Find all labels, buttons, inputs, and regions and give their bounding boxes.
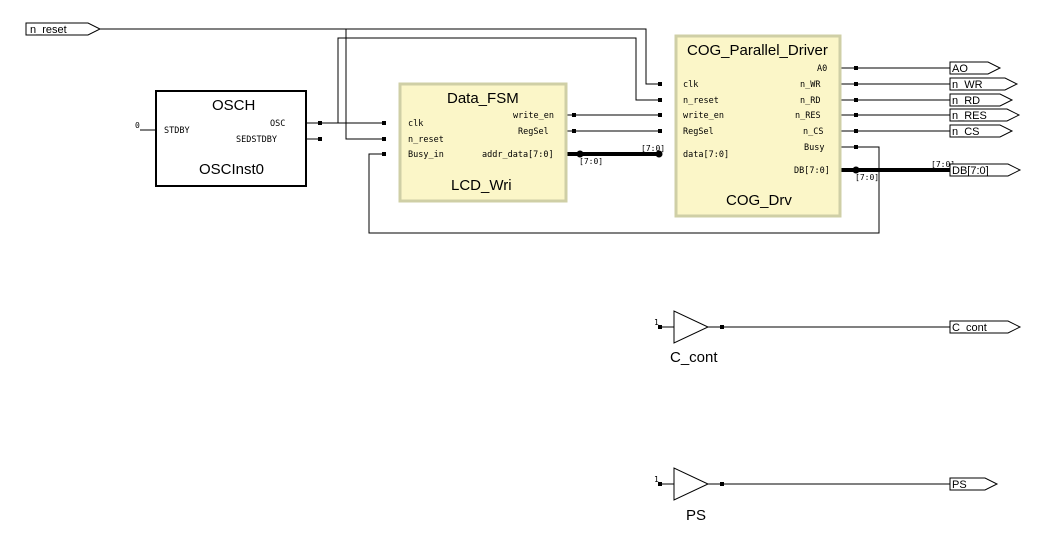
- cog-pin-db: DB[7:0]: [794, 166, 830, 176]
- pin-cog-n-rd: [854, 98, 858, 102]
- port-label-a0: AO: [952, 63, 968, 75]
- osch-stdby-const: 0: [135, 121, 140, 130]
- fsm-pin-clk: clk: [408, 119, 423, 129]
- port-label-n-cs: n_CS: [952, 126, 980, 138]
- pin-cog-n-res: [854, 113, 858, 117]
- wires: [100, 28, 950, 485]
- cog-pin-a0: A0: [817, 64, 827, 74]
- bus-junction: [655, 150, 663, 158]
- cog-name: COG_Parallel_Driver: [687, 42, 828, 59]
- buffer-ps-const: 1: [654, 475, 659, 484]
- cog-pin-regsel: RegSel: [683, 127, 714, 137]
- cog-instance: COG_Drv: [726, 192, 792, 209]
- bus-label-cog-out: [7:0]: [855, 173, 879, 182]
- osch-name: OSCH: [212, 97, 255, 114]
- buffer-ps-label: PS: [686, 507, 706, 524]
- pin-cog-write-en: [658, 113, 662, 117]
- pin-cog-regsel: [658, 129, 662, 133]
- port-n-cs[interactable]: n_CS: [949, 124, 1014, 138]
- pin-cog-clk: [658, 82, 662, 86]
- cog-pin-n-res: n_RES: [795, 111, 821, 121]
- port-label-n-rd: n_RD: [952, 95, 980, 107]
- cog-pin-n-rd: n_RD: [800, 96, 820, 106]
- cog-pin-clk: clk: [683, 80, 698, 90]
- cog-pin-busy: Busy: [804, 143, 824, 153]
- pin-cog-n-reset: [658, 98, 662, 102]
- block-cog-driver[interactable]: COG_Parallel_Driver COG_Drv clk n_reset …: [674, 34, 842, 218]
- bus-junction: [576, 150, 584, 158]
- cog-pin-write-en: write_en: [683, 111, 724, 121]
- pin-c-cont-out: [720, 325, 724, 329]
- buffer-ps[interactable]: PS: [673, 467, 710, 524]
- pin-fsm-busy-in: [382, 152, 386, 156]
- fsm-pin-n-reset: n_reset: [408, 135, 444, 145]
- pin-cog-a0: [854, 66, 858, 70]
- pin-cog-n-cs: [854, 129, 858, 133]
- pin-ps-in: [658, 482, 662, 486]
- port-db[interactable]: DB[7:0]: [949, 163, 1022, 177]
- port-ps[interactable]: PS: [949, 477, 999, 491]
- pin-fsm-clk: [382, 121, 386, 125]
- pin-fsm-write-en: [572, 113, 576, 117]
- buffer-c-cont-label: C_cont: [670, 349, 718, 366]
- pin-c-cont-in: [658, 325, 662, 329]
- pin-fsm-regsel: [572, 129, 576, 133]
- fsm-pin-addr-data: addr_data[7:0]: [482, 150, 554, 160]
- bus-junction: [852, 166, 860, 174]
- port-label-n-reset: n_reset: [30, 24, 67, 36]
- bus-label-fsm-out: [7:0]: [579, 157, 603, 166]
- pin-fsm-n-reset: [382, 137, 386, 141]
- pin-ps-out: [720, 482, 724, 486]
- pin-osc-out: [318, 121, 322, 125]
- buffer-c-cont[interactable]: C_cont: [670, 310, 718, 366]
- osch-pin-osc: OSC: [270, 119, 285, 129]
- port-label-db: DB[7:0]: [952, 165, 989, 177]
- fsm-pin-regsel: RegSel: [518, 127, 549, 137]
- cog-pin-n-reset: n_reset: [683, 96, 719, 106]
- wire-n-reset: [100, 28, 660, 85]
- wire-n-reset-fsm: [345, 29, 384, 140]
- pin-cog-n-wr: [854, 82, 858, 86]
- port-n-reset[interactable]: n_reset: [25, 22, 102, 36]
- block-data-fsm[interactable]: Data_FSM LCD_Wri clk n_reset Busy_in wri…: [398, 82, 568, 203]
- osch-instance: OSCInst0: [199, 161, 264, 178]
- pin-cog-busy: [854, 145, 858, 149]
- wire-osc-cog-clk: [337, 37, 660, 123]
- port-label-ps: PS: [952, 479, 967, 491]
- buffer-triangle-icon: [673, 310, 710, 344]
- port-a0[interactable]: AO: [949, 61, 1002, 75]
- fsm-pin-busy-in: Busy_in: [408, 150, 444, 160]
- buffer-c-cont-const: 1: [654, 318, 659, 327]
- port-label-n-res: n_RES: [952, 110, 987, 122]
- data-fsm-name: Data_FSM: [447, 90, 519, 107]
- osch-pin-sedstdby: SEDSTDBY: [236, 135, 277, 145]
- port-n-wr[interactable]: n_WR: [949, 77, 1019, 91]
- pin-sedstdby-out: [318, 137, 322, 141]
- wire-busy-loop: [368, 146, 880, 234]
- cog-pin-n-wr: n_WR: [800, 80, 821, 90]
- buffer-triangle-icon: [673, 467, 710, 501]
- port-label-c-cont: C_cont: [952, 322, 987, 334]
- port-n-res[interactable]: n_RES: [949, 108, 1021, 122]
- port-c-cont[interactable]: C_cont: [949, 320, 1022, 334]
- cog-pin-data: data[7:0]: [683, 150, 729, 160]
- bus-label-db-port: [7:0]: [931, 160, 955, 169]
- block-osch[interactable]: OSCH OSCInst0 STDBY OSC SEDSTDBY: [155, 90, 307, 187]
- bus-label-cog-in: [7:0]: [641, 144, 665, 153]
- data-fsm-instance: LCD_Wri: [451, 177, 512, 194]
- port-label-n-wr: n_WR: [952, 79, 983, 91]
- cog-pin-n-cs: n_CS: [803, 127, 823, 137]
- osch-pin-stdby: STDBY: [164, 126, 190, 136]
- fsm-pin-write-en: write_en: [513, 111, 554, 121]
- port-n-rd[interactable]: n_RD: [949, 93, 1014, 107]
